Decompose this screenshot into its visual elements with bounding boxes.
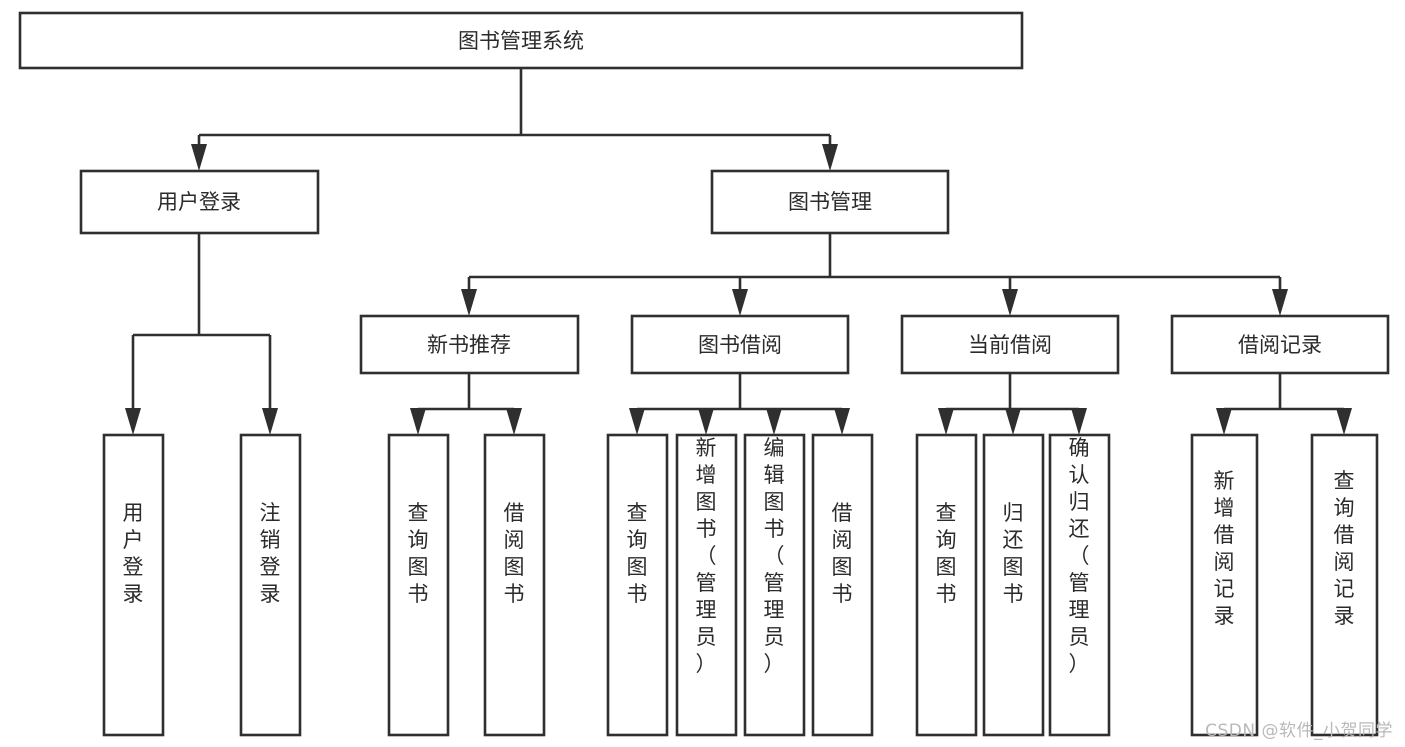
node-current-borrow[interactable]: 当前借阅 <box>900 314 1120 375</box>
node-leaf-borrow-book-1-label: 借阅图书 <box>504 501 525 606</box>
node-leaf-confirm-return-box[interactable] <box>1048 433 1111 737</box>
arrow-nbr-to-leaf1-icon <box>410 408 426 435</box>
node-leaf-return-book-box[interactable] <box>982 433 1045 737</box>
node-user-login-box[interactable] <box>79 169 320 235</box>
node-leaf-add-record[interactable]: 新增借阅记录 <box>1190 433 1259 737</box>
node-new-book-recommend[interactable]: 新书推荐 <box>359 314 580 375</box>
arrow-bm-to-current-borrow-icon <box>1002 289 1018 316</box>
node-leaf-query-book-3-label: 查询图书 <box>936 501 957 606</box>
node-leaf-query-book-3-box[interactable] <box>915 433 978 737</box>
node-leaf-borrow-book-1[interactable]: 借阅图书 <box>483 433 546 737</box>
node-leaf-confirm-return-label: 确认归还（管理员） <box>1069 436 1090 676</box>
node-book-management-label: 图书管理 <box>788 190 872 214</box>
arrow-user-login-to-leaf2-icon <box>262 408 278 435</box>
node-leaf-user-login-box[interactable] <box>102 433 165 737</box>
node-new-book-recommend-label: 新书推荐 <box>427 333 511 357</box>
node-leaf-user-login[interactable]: 用户登录 <box>102 433 165 737</box>
node-leaf-user-login-label: 用户登录 <box>123 501 144 606</box>
node-leaf-borrow-book-2[interactable]: 借阅图书 <box>811 433 874 737</box>
node-book-management[interactable]: 图书管理 <box>710 169 950 235</box>
arrow-bm-to-new-book-icon <box>461 289 477 316</box>
node-leaf-borrow-book-2-label: 借阅图书 <box>832 501 853 606</box>
node-leaf-return-book-label: 归还图书 <box>1003 501 1024 606</box>
arrow-bb-to-leaf1-icon <box>629 408 645 435</box>
node-book-borrow-box[interactable] <box>630 314 850 375</box>
node-borrow-record-label: 借阅记录 <box>1238 333 1322 357</box>
node-borrow-record[interactable]: 借阅记录 <box>1170 314 1390 375</box>
node-book-borrow-label: 图书借阅 <box>698 333 782 357</box>
node-root-system[interactable]: 图书管理系统 <box>18 11 1024 70</box>
node-leaf-add-book[interactable]: 新增图书（管理员） <box>675 433 738 737</box>
arrow-nbr-to-leaf2-icon <box>506 408 522 435</box>
node-leaf-query-book-3[interactable]: 查询图书 <box>915 433 978 737</box>
node-new-book-recommend-box[interactable] <box>359 314 580 375</box>
node-leaf-borrow-book-1-box[interactable] <box>483 433 546 737</box>
node-root-system-box[interactable] <box>18 11 1024 70</box>
node-leaf-query-book-2-box[interactable] <box>606 433 669 737</box>
connector-group-root <box>191 68 838 171</box>
node-leaf-edit-book[interactable]: 编辑图书（管理员） <box>743 433 806 737</box>
connector-group-user-login <box>125 233 278 435</box>
connector-group-borrow-record <box>1216 373 1352 435</box>
connector-group-book-management <box>461 233 1288 316</box>
arrow-bm-to-borrow-record-icon <box>1272 289 1288 316</box>
arrow-bb-to-leaf3-icon <box>766 408 782 435</box>
arrow-user-login-to-leaf1-icon <box>125 408 141 435</box>
node-book-management-box[interactable] <box>710 169 950 235</box>
arrow-cb-to-leaf1-icon <box>938 408 954 435</box>
arrow-bm-to-book-borrow-icon <box>732 289 748 316</box>
node-leaf-edit-book-label: 编辑图书（管理员） <box>764 436 785 676</box>
node-leaf-logout-label: 注销登录 <box>260 501 281 606</box>
node-leaf-query-book-1[interactable]: 查询图书 <box>387 433 450 737</box>
node-leaf-add-record-box[interactable] <box>1190 433 1259 737</box>
node-leaf-query-book-1-box[interactable] <box>387 433 450 737</box>
node-user-login[interactable]: 用户登录 <box>79 169 320 235</box>
node-leaf-query-book-2[interactable]: 查询图书 <box>606 433 669 737</box>
arrow-cb-to-leaf2-icon <box>1005 408 1021 435</box>
node-leaf-add-book-box[interactable] <box>675 433 738 737</box>
node-current-borrow-label: 当前借阅 <box>968 333 1052 357</box>
node-leaf-query-book-2-label: 查询图书 <box>627 501 648 606</box>
node-leaf-query-record-label: 查询借阅记录 <box>1334 469 1355 628</box>
node-leaf-logout-box[interactable] <box>239 433 302 737</box>
node-leaf-query-record-box[interactable] <box>1310 433 1379 737</box>
connector-group-book-borrow <box>629 373 850 435</box>
arrow-br-to-leaf2-icon <box>1336 408 1352 435</box>
arrow-bb-to-leaf2-icon <box>698 408 714 435</box>
node-leaf-return-book[interactable]: 归还图书 <box>982 433 1045 737</box>
node-leaf-add-record-label: 新增借阅记录 <box>1214 469 1235 628</box>
node-leaf-add-book-label: 新增图书（管理员） <box>696 436 717 676</box>
node-leaf-confirm-return[interactable]: 确认归还（管理员） <box>1048 433 1111 737</box>
arrow-br-to-leaf1-icon <box>1216 408 1232 435</box>
node-leaf-logout[interactable]: 注销登录 <box>239 433 302 737</box>
node-current-borrow-box[interactable] <box>900 314 1120 375</box>
node-leaf-borrow-book-2-box[interactable] <box>811 433 874 737</box>
arrow-root-to-user-login-icon <box>191 144 207 171</box>
arrow-cb-to-leaf3-icon <box>1071 408 1087 435</box>
node-leaf-query-book-1-label: 查询图书 <box>408 501 429 606</box>
node-book-borrow[interactable]: 图书借阅 <box>630 314 850 375</box>
node-user-login-label: 用户登录 <box>157 190 241 214</box>
connector-group-new-book-recommend <box>410 373 522 435</box>
connector-group-current-borrow <box>938 373 1087 435</box>
arrow-bb-to-leaf4-icon <box>834 408 850 435</box>
node-root-system-label: 图书管理系统 <box>458 29 584 53</box>
node-leaf-edit-book-box[interactable] <box>743 433 806 737</box>
node-borrow-record-box[interactable] <box>1170 314 1390 375</box>
node-leaf-query-record[interactable]: 查询借阅记录 <box>1310 433 1379 737</box>
arrow-root-to-book-management-icon <box>822 144 838 171</box>
